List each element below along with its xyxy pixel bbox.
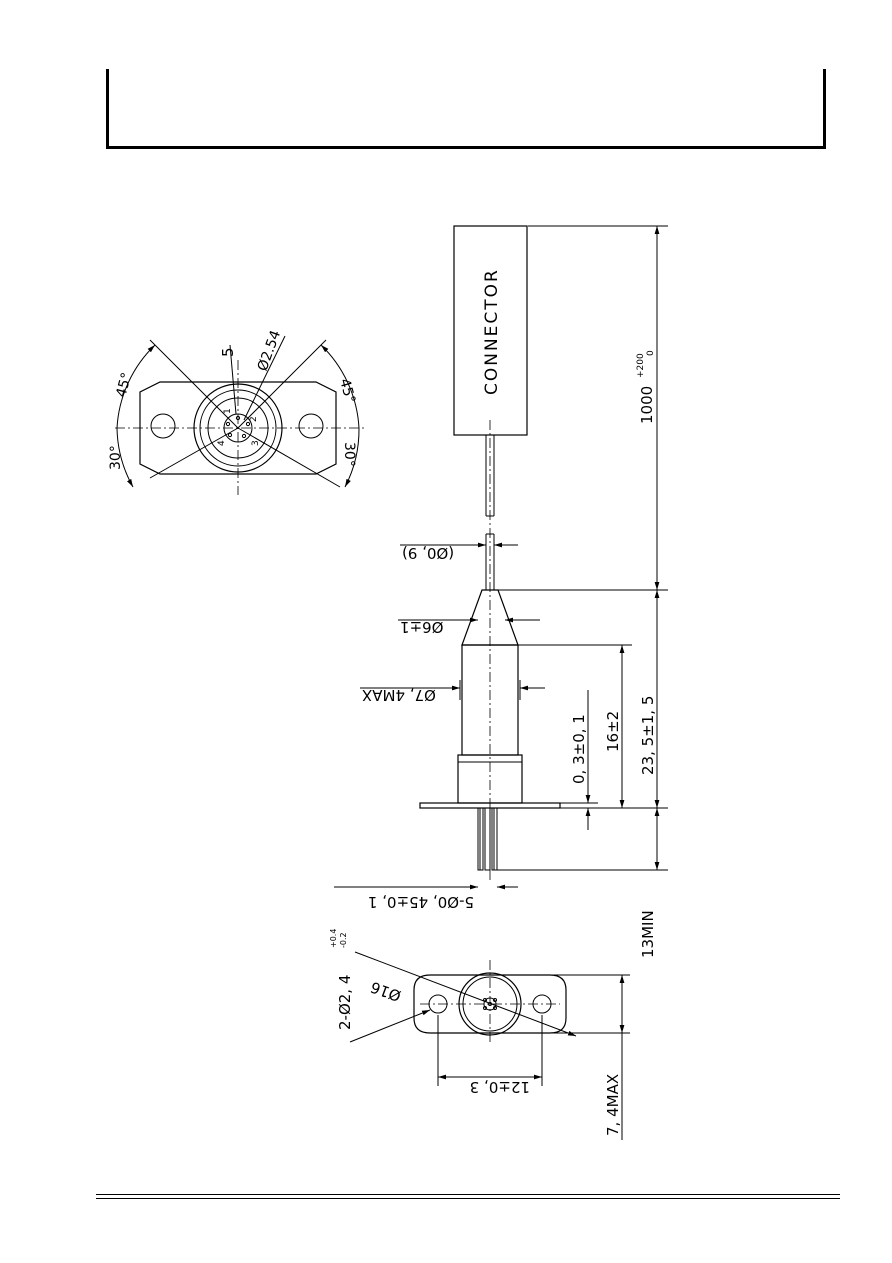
footer-rule — [96, 1194, 840, 1199]
pin-1-label: 1 — [223, 408, 233, 414]
connector-box — [453, 225, 528, 436]
total-len-dim: 23, 5±1, 5 — [639, 696, 657, 775]
end-view: 45° 30° 45° 30° 5 Ø2.54 1 2 3 4 — [108, 328, 365, 495]
body-len-dim: 16±2 — [604, 711, 622, 752]
lead-length-tol-upper: +200 — [636, 353, 646, 378]
angle-45-right: 45° — [336, 377, 358, 405]
hole-spacing-dim: 12±0, 3 — [470, 1078, 530, 1096]
connector-label: CONNECTOR — [482, 268, 502, 395]
angle-30-right: 30° — [341, 442, 357, 467]
pin-len-dim: 13MIN — [639, 910, 657, 958]
lead-length-dim: 1000 — [638, 386, 656, 424]
side-view: CONNECTOR 1000 +200 — [334, 225, 668, 958]
angle-30-left: 30° — [108, 445, 124, 470]
end-view-flange — [139, 381, 337, 475]
pins — [477, 807, 498, 871]
pin-3-label: 3 — [251, 440, 261, 446]
hole-dia-dim: 2-Ø2, 4 — [336, 975, 354, 1030]
flange-thk-dim: 0, 3±0, 1 — [570, 714, 588, 784]
flange-view: Ø16 2-Ø2, 4 +0.4 -0.2 12±0, 3 7, 4MAX — [329, 929, 630, 1140]
hole-tol-upper: +0.4 — [329, 929, 338, 948]
flange-outline — [413, 974, 567, 1034]
taper-dia-dim: Ø6±1 — [400, 618, 443, 636]
pin-2-label: 2 — [249, 416, 259, 422]
flange-dia-dim: Ø16 — [368, 978, 403, 1005]
angle-45-left: 45° — [113, 371, 135, 399]
pin-pitch-dim: Ø2.54 — [255, 328, 284, 373]
pin-4-label: 4 — [217, 440, 227, 446]
end-view-hole-right — [298, 413, 324, 439]
pin-5-callout: 5 — [219, 347, 237, 357]
hole-tol-lower: -0.2 — [339, 932, 348, 948]
end-view-hole-left — [150, 413, 176, 439]
body-dia-dim: Ø7, 4MAX — [362, 686, 436, 704]
pin-dia-dim: 5-Ø0, 45±0, 1 — [368, 893, 474, 911]
cable-dia-dim: (Ø0, 9) — [402, 544, 454, 562]
header-frame — [106, 69, 826, 149]
lead-length-tol-lower: 0 — [646, 350, 656, 356]
flange-width-dim: 7, 4MAX — [604, 1074, 622, 1136]
